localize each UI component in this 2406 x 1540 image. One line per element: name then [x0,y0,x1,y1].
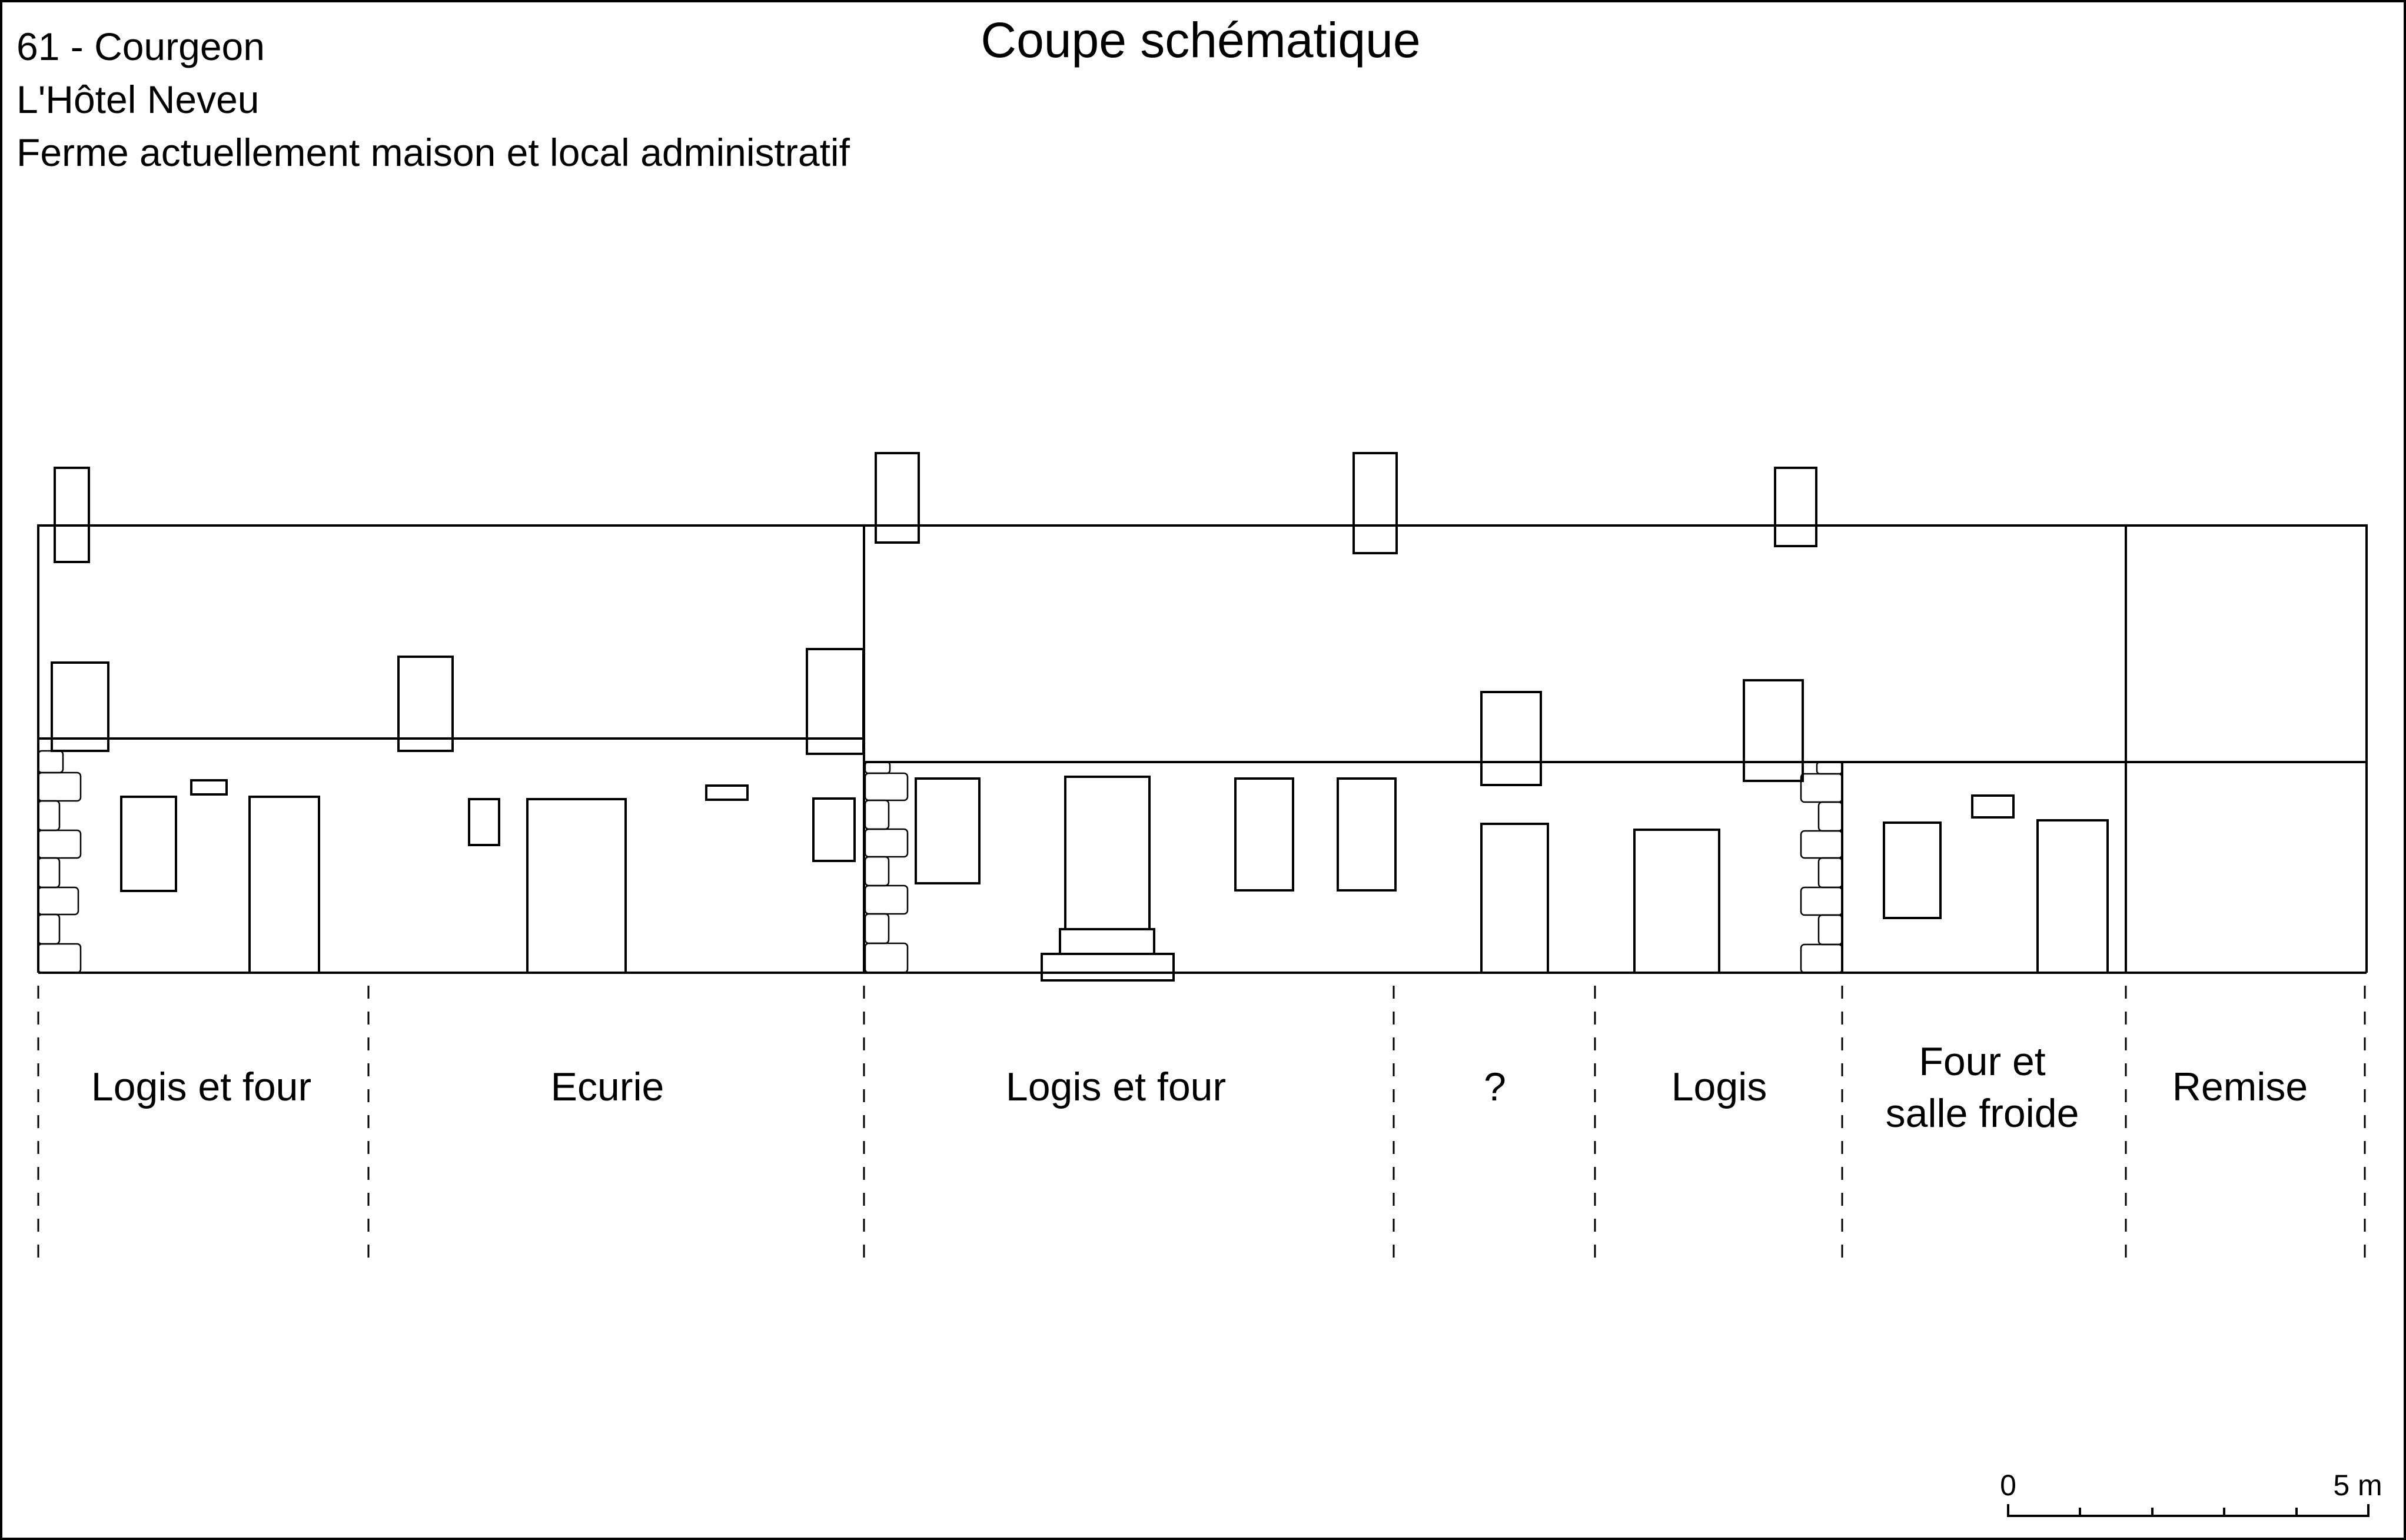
quoin-stone [864,884,909,915]
section-label-unknown: ? [1484,1065,1506,1109]
chimney [875,452,920,544]
window [1337,777,1397,892]
window [120,796,177,892]
quoin-stone [1800,943,1843,974]
quoin-stone [37,943,82,974]
left-block-outline [37,524,865,973]
dormer [1743,679,1804,782]
section-label-logis-four-2: Logis et four [1006,1065,1226,1109]
quoin-stone [864,856,890,887]
dormer [397,656,454,752]
quoin-stone [864,913,890,944]
window [1883,821,1942,919]
door [1480,823,1549,974]
section-label-logis: Logis [1671,1065,1767,1109]
chimney [1774,467,1817,547]
section-label-four-line-2: salle froide [1886,1091,2079,1136]
door-step-lower [1041,953,1175,982]
location-line: 61 - Courgeon [16,25,265,68]
quoin-stone [1800,830,1843,859]
quoin-stone [1816,761,1843,775]
small-window [1971,794,2015,819]
section-label-remise: Remise [2172,1065,2308,1109]
quoin-stone [37,800,61,831]
small-window [705,784,749,801]
door [2036,819,2109,974]
scale-bar-end-label: 5 m [2333,1469,2382,1502]
door-step-upper [1059,928,1155,955]
quoin-stone [1800,886,1843,916]
dormer [1480,691,1542,786]
building-outline [37,524,2368,974]
right-block-roof-outline [864,524,2368,973]
quoin-stone [37,829,82,859]
door [526,798,627,974]
quoin-stone [1817,857,1843,889]
quoin-stone [1817,801,1843,832]
scale-bar-line [2007,1504,2370,1517]
chimney [54,467,90,563]
building-use-line: Ferme actuellement maison et local admin… [16,131,850,174]
dormer [806,648,865,755]
quoin-stone [37,886,79,916]
quoin-stone [37,913,61,945]
quoin-stone [1800,773,1843,803]
door [1633,829,1720,974]
chimneys [54,452,1817,563]
quoin-stone [37,771,82,802]
window [1234,777,1294,892]
section-label-ecurie: Ecurie [551,1065,664,1109]
dormer [51,661,109,752]
door [248,796,320,974]
small-window [190,779,228,796]
quoin-stone [37,857,61,889]
window [468,798,500,846]
quoin-stone [864,942,909,974]
quoin-stone [864,772,909,801]
section-labels: Logis et four Ecurie Logis et four ? Log… [91,1039,2308,1136]
window [915,777,981,884]
quoin-stone [864,761,891,774]
quoin-stone [864,799,890,830]
quoin-stone [37,750,64,774]
window [812,797,856,862]
section-label-logis-four-1: Logis et four [91,1065,311,1109]
section-label-four-line-1: Four et [1919,1039,2046,1084]
chimney [1352,452,1398,554]
section-dividers [37,986,2366,1268]
quoin-stone [864,828,909,858]
building-name-line: L'Hôtel Neveu [16,78,260,121]
scale-bar-start-label: 0 [2000,1469,2016,1502]
drawing-title: Coupe schématique [981,12,1420,68]
quoin-stone [1817,914,1843,946]
quoins [37,750,1843,974]
scale-bar: 0 5 m [2000,1469,2382,1517]
door [1064,776,1151,930]
dormers [51,648,1804,786]
doors [248,776,2109,982]
windows [120,777,2015,919]
